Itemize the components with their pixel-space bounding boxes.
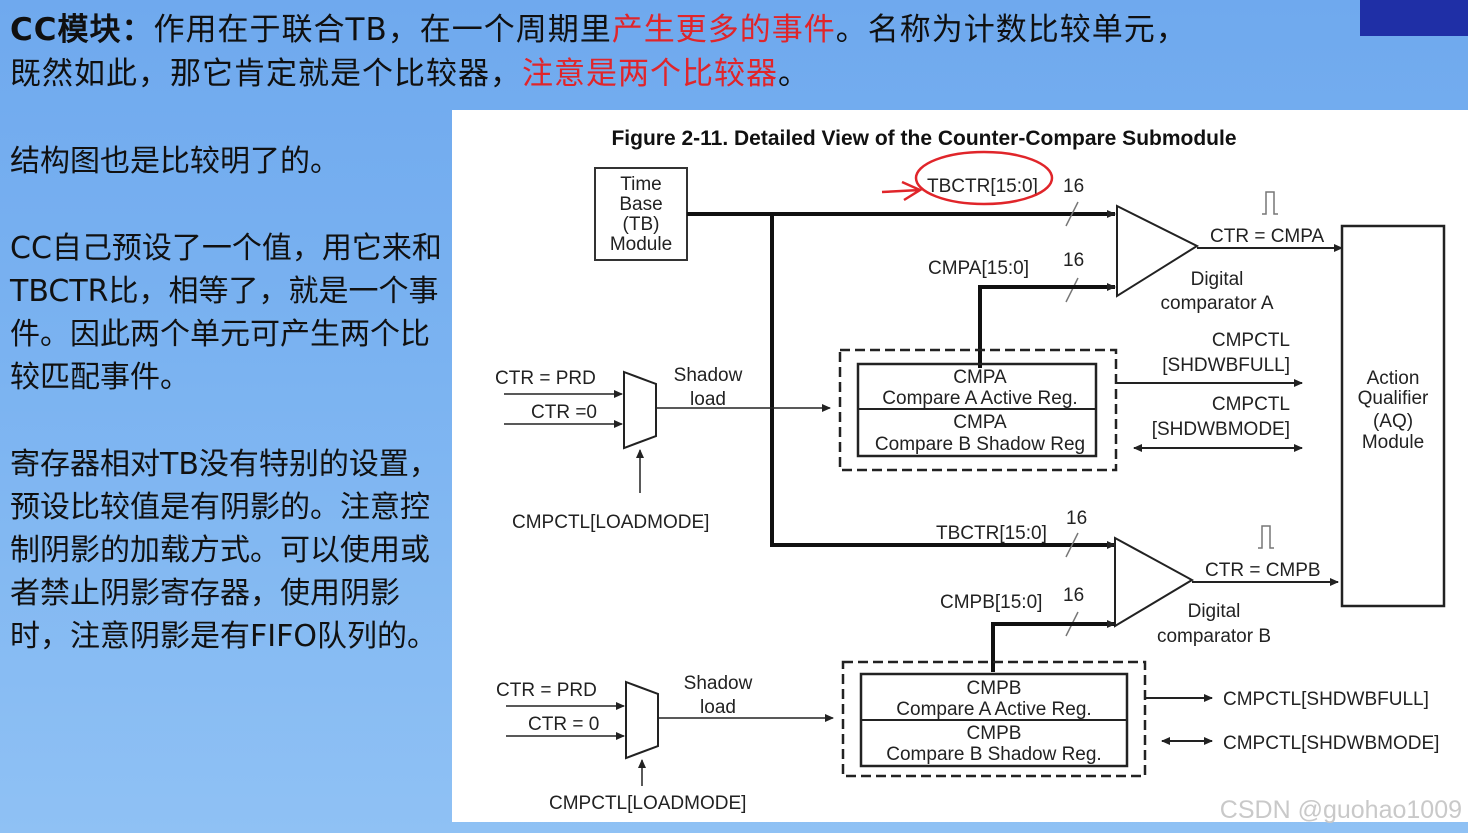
aq-module-label: Action <box>1367 368 1420 389</box>
notes-panel: 结构图也是比较明了的。 CC自己预设了一个值，用它来和TBCTR比，相等了，就是… <box>10 140 450 702</box>
tbctr-b-label: TBCTR[15:0] <box>936 523 1047 544</box>
pulse-b-icon <box>1258 525 1274 549</box>
heading-lead: CC模块： <box>10 12 154 48</box>
note-paragraph: CC自己预设了一个值，用它来和TBCTR比，相等了，就是一个事件。因此两个单元可… <box>10 231 442 395</box>
digital-comparator-b <box>1114 536 1195 628</box>
cmpb-dashed-block <box>841 660 1147 778</box>
shadow-load-a-label: Shadow <box>674 365 743 386</box>
heading-part2: 。名称为计数比较单元， <box>835 12 1188 48</box>
counter-compare-diagram: Figure 2-11. Detailed View of the Counte… <box>495 127 1446 814</box>
ctr-zero-b-label: CTR = 0 <box>528 714 599 735</box>
cmpctl-shdwbmode-b: CMPCTL[SHDWBMODE] <box>1223 733 1439 754</box>
cmpctl-shdwbmode-a: CMPCTL <box>1212 394 1290 415</box>
cmpctl-shdwbfull-a: CMPCTL <box>1212 330 1290 351</box>
cmpa-dashed-block <box>838 348 1118 472</box>
shadow-load-b-label: load <box>700 697 736 718</box>
figure-title: Figure 2-11. Detailed View of the Counte… <box>611 127 1236 150</box>
pulse-a-icon <box>1262 191 1278 215</box>
annotation-arrow <box>881 180 923 202</box>
bus-width-label: 16 <box>1063 585 1084 606</box>
cmpa-bus <box>978 283 1116 368</box>
corner-logo <box>1360 0 1468 36</box>
bus-slash <box>1065 277 1079 303</box>
cmpa-reg-text: CMPA <box>953 412 1007 433</box>
cmpb-reg-text: Compare A Active Reg. <box>896 699 1091 720</box>
slide-heading: CC模块：作用在于联合TB，在一个周期里产生更多的事件。名称为计数比较单元， 既… <box>10 8 1350 96</box>
heading-part3: 既然如此，那它肯定就是个比较器， <box>10 56 522 92</box>
bus-width-label: 16 <box>1063 176 1084 197</box>
tb-module-label: (TB) <box>623 214 660 235</box>
tbctr-bus-b <box>770 214 1116 549</box>
shadow-load-b-label: Shadow <box>684 673 753 694</box>
loadmode-a-label: CMPCTL[LOADMODE] <box>512 512 709 533</box>
cmpb-reg-text: CMPB <box>967 723 1022 744</box>
bus-slash <box>1065 532 1079 558</box>
bus-width-label: 16 <box>1066 508 1087 529</box>
comparator-b-label: Digital <box>1188 601 1241 622</box>
comparator-a-label: Digital <box>1191 269 1244 290</box>
ctr-zero-a-label: CTR =0 <box>531 402 597 423</box>
cmpctl-shdwbmode-a: [SHDWBMODE] <box>1152 419 1290 440</box>
cmpa-bus-label: CMPA[15:0] <box>928 258 1029 279</box>
aq-module-label: (AQ) <box>1373 411 1413 432</box>
ctr-eq-cmpb-label: CTR = CMPB <box>1205 560 1321 581</box>
shadow-load-a-label: load <box>690 389 726 410</box>
bus-width-label: 16 <box>1063 250 1084 271</box>
comparator-b-label: comparator B <box>1157 626 1271 647</box>
ctr-prd-b-label: CTR = PRD <box>496 680 597 701</box>
cmpb-reg-text: CMPB <box>967 678 1022 699</box>
action-qualifier-module <box>1340 224 1446 608</box>
shadow-load-mux-b <box>625 680 659 760</box>
cmpa-reg-text: Compare B Shadow Reg <box>875 434 1085 455</box>
bus-slash <box>1065 201 1079 227</box>
cmpa-reg-text: Compare A Active Reg. <box>882 388 1077 409</box>
note-paragraph: 寄存器相对TB没有特别的设置，预设比较值是有阴影的。注意控制阴影的加载方式。可以… <box>10 447 439 654</box>
ctr-prd-a-label: CTR = PRD <box>495 368 596 389</box>
loadmode-b-label: CMPCTL[LOADMODE] <box>549 793 746 814</box>
tb-module-label: Base <box>619 194 662 215</box>
note-paragraph: 结构图也是比较明了的。 <box>10 144 340 179</box>
heading-part4: 。 <box>778 56 810 92</box>
watermark: CSDN @guohao1009 <box>1219 796 1462 824</box>
cmpctl-shdwbfull-a: [SHDWBFULL] <box>1162 355 1290 376</box>
cmpb-bus <box>991 620 1116 672</box>
annotation-circle <box>914 150 1054 206</box>
cmpb-bus-label: CMPB[15:0] <box>940 592 1042 613</box>
figure-panel: Figure 2-11. Detailed View of the Counte… <box>452 110 1468 822</box>
heading-part1: 作用在于联合TB，在一个周期里 <box>153 12 612 48</box>
tbctr-a-label: TBCTR[15:0] <box>927 176 1038 197</box>
ctr-eq-cmpa-label: CTR = CMPA <box>1210 226 1325 247</box>
cmpb-reg-text: Compare B Shadow Reg. <box>886 744 1101 765</box>
shadow-load-mux-a <box>623 370 657 450</box>
cmpa-reg-text: CMPA <box>953 367 1007 388</box>
aq-module-label: Module <box>1362 432 1424 453</box>
digital-comparator-a <box>1116 204 1200 298</box>
cmpctl-shdwbfull-b: CMPCTL[SHDWBFULL] <box>1223 689 1429 710</box>
tb-module-label: Module <box>610 234 672 255</box>
comparator-a-label: comparator A <box>1161 293 1274 314</box>
aq-module-label: Qualifier <box>1358 388 1429 409</box>
heading-highlight-1: 产生更多的事件 <box>611 12 836 48</box>
heading-highlight-2: 注意是两个比较器 <box>522 56 778 92</box>
tb-module-label: Time <box>620 174 662 195</box>
